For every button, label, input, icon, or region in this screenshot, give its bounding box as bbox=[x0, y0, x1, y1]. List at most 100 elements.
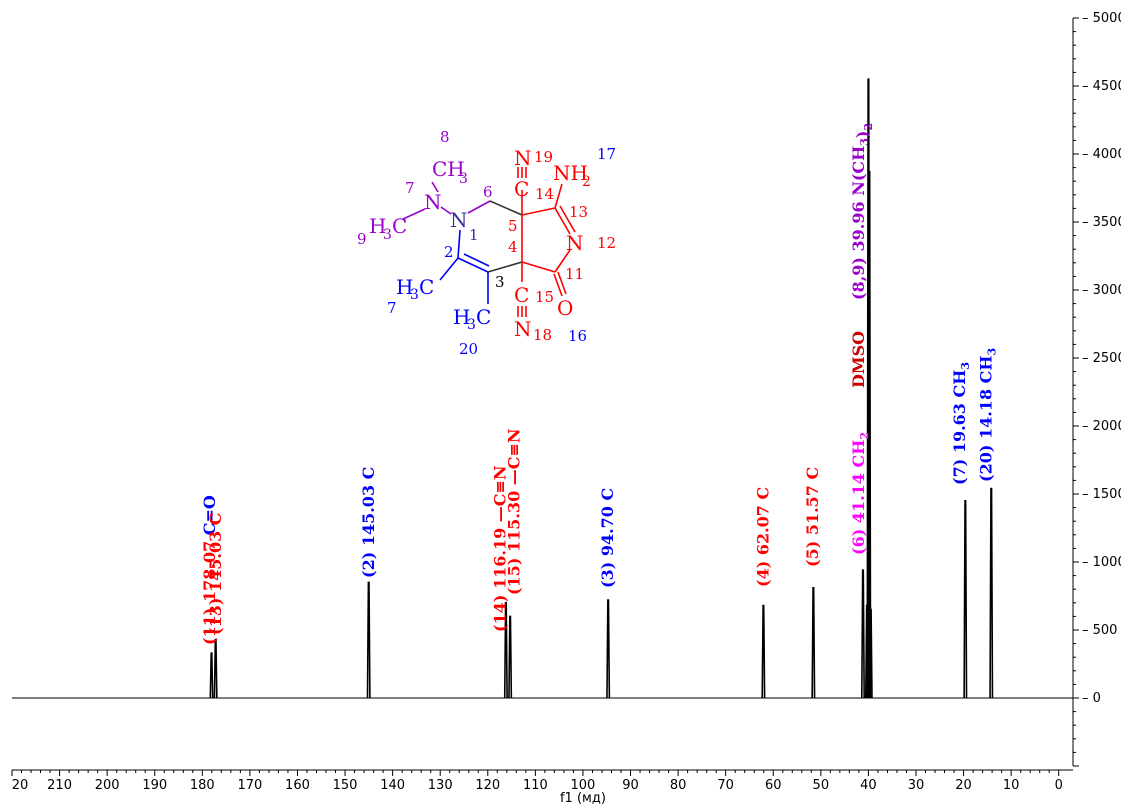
mol-label-14: 14 bbox=[535, 185, 554, 203]
mol-label-h3c-low-c: C bbox=[476, 305, 491, 329]
mol-label-h3c-low-h: H bbox=[453, 305, 470, 329]
x-tick-label: 100 bbox=[571, 778, 596, 793]
peak-annotation-part: (11) 178.07 bbox=[200, 535, 219, 645]
mol-label-20: 20 bbox=[459, 340, 478, 358]
mol-label-15: 15 bbox=[535, 288, 554, 306]
peak-annotation-part: 2 bbox=[858, 432, 871, 440]
x-tick-label: 180 bbox=[190, 778, 215, 793]
peak-annotation-part: (5) 51.57 C bbox=[803, 467, 822, 567]
mol-label-n12: N bbox=[566, 231, 584, 255]
peak-annotation-part: —C≡N bbox=[504, 428, 523, 485]
mol-label-2: 2 bbox=[444, 243, 454, 261]
mol-label-12: 12 bbox=[597, 234, 616, 252]
spectrum-peak bbox=[860, 569, 865, 699]
mol-label-n-dimethyl: N bbox=[424, 190, 442, 214]
peak-annotations: (11) 178.07 C=O(13) 145.03 C (2) 145.03 C… bbox=[200, 123, 998, 645]
x-tick-label: 150 bbox=[333, 778, 358, 793]
peak-annotation-part: 3 bbox=[985, 348, 998, 356]
mol-label-nh2: NH bbox=[553, 161, 588, 185]
y-tick-label: – 3000 bbox=[1082, 283, 1121, 298]
x-tick-label: 130 bbox=[428, 778, 453, 793]
peak-annotation: (13) 145.03 C bbox=[206, 512, 225, 635]
mol-label-17: 17 bbox=[597, 145, 616, 163]
peak-annotation-part: (13) 145.03 C bbox=[206, 512, 225, 635]
spectrum-peak bbox=[213, 638, 218, 699]
mol-label-nh2-sub: 2 bbox=[582, 174, 591, 190]
peak-annotation: (2) 145.03 C bbox=[359, 467, 378, 578]
y-axis: – 0– 500– 1000– 1500– 2000– 2500– 3000– … bbox=[1072, 11, 1121, 767]
mol-label-c15: C bbox=[514, 283, 529, 307]
mol-label-c14: C bbox=[514, 177, 529, 201]
spectrum-peak bbox=[761, 604, 766, 699]
x-tick-label: 20 bbox=[12, 778, 29, 793]
spectrum-peak bbox=[868, 608, 873, 699]
x-tick-label: 90 bbox=[622, 778, 639, 793]
peak-annotation-part: C=O bbox=[200, 495, 219, 535]
peak-annotation-part: (8,9) 39.96 N(CH bbox=[849, 146, 868, 300]
y-tick-label: – 2000 bbox=[1082, 419, 1121, 434]
spectrum-peak bbox=[503, 602, 508, 699]
mol-label-n19: N bbox=[514, 146, 532, 170]
mol-label-h3c-low-sub: 3 bbox=[467, 317, 476, 333]
x-tick-label: 20 bbox=[955, 778, 972, 793]
x-tick-label: 170 bbox=[237, 778, 262, 793]
mol-label-8: 8 bbox=[440, 128, 450, 146]
mol-label-7a: 7 bbox=[405, 179, 415, 197]
peak-annotation: (4) 62.07 C bbox=[754, 487, 773, 587]
peak-annotation: DMSO bbox=[849, 331, 868, 388]
peak-annotation-part: 3 bbox=[858, 138, 871, 146]
mol-label-h3c-left-sub: 3 bbox=[383, 227, 392, 243]
peak-annotation: (20) 14.18 CH3 bbox=[976, 348, 998, 482]
peak-annotation-part: 3 bbox=[959, 362, 972, 370]
mol-label-1: 1 bbox=[469, 226, 479, 244]
peak-annotation: (3) 94.70 C bbox=[598, 488, 617, 588]
mol-label-n18: N bbox=[514, 317, 532, 341]
mol-label-h3c-left-h: H bbox=[369, 214, 386, 238]
mol-label-18: 18 bbox=[533, 326, 552, 344]
x-tick-label: 140 bbox=[380, 778, 405, 793]
x-tick-label: 10 bbox=[1003, 778, 1020, 793]
peak-annotation-part: ) bbox=[853, 131, 872, 139]
x-tick-label: 70 bbox=[717, 778, 734, 793]
peak-annotation-part: (7) 19.63 CH bbox=[950, 370, 969, 485]
x-tick-label: 200 bbox=[95, 778, 120, 793]
y-tick-label: – 500 bbox=[1082, 623, 1117, 638]
spectrum-peak bbox=[867, 170, 872, 699]
x-tick-label: 110 bbox=[523, 778, 548, 793]
x-tick-label: 60 bbox=[765, 778, 782, 793]
x-tick-label: 30 bbox=[908, 778, 925, 793]
peak-annotation-part: (20) 14.18 CH bbox=[976, 356, 995, 483]
peak-annotation: (14) 116.19 —C≡N bbox=[491, 465, 510, 632]
x-tick-label: 40 bbox=[860, 778, 877, 793]
y-tick-label: – 4000 bbox=[1082, 147, 1121, 162]
spectrum-peak bbox=[963, 500, 968, 699]
peak-annotation-part: DMSO bbox=[849, 331, 868, 388]
mol-label-h3c-left-c: C bbox=[392, 214, 407, 238]
x-tick-label: 50 bbox=[813, 778, 830, 793]
x-tick-label: 160 bbox=[285, 778, 310, 793]
spectrum-peaks bbox=[209, 78, 994, 699]
peak-annotation-part: —C≡N bbox=[491, 465, 510, 522]
mol-label-9: 9 bbox=[357, 230, 367, 248]
spectrum-peak bbox=[508, 615, 513, 699]
molecule-bonds bbox=[402, 167, 576, 317]
spectrum-peak bbox=[606, 599, 611, 699]
peak-annotation: (11) 178.07 C=O bbox=[200, 495, 219, 645]
x-tick-label: 190 bbox=[142, 778, 167, 793]
mol-label-h3c-mid-h: H bbox=[396, 275, 413, 299]
mol-label-7b: 7 bbox=[387, 299, 397, 317]
y-tick-label: – 1500 bbox=[1082, 487, 1121, 502]
mol-label-h3c-mid-c: C bbox=[419, 275, 434, 299]
y-tick-label: – 5000 bbox=[1082, 11, 1121, 26]
peak-annotation-part: (14) 116.19 bbox=[491, 522, 510, 632]
mol-label-11: 11 bbox=[565, 265, 584, 283]
mol-label-3: 3 bbox=[495, 273, 505, 291]
x-tick-label: 120 bbox=[475, 778, 500, 793]
mol-label-ch3-top-sub: 3 bbox=[459, 171, 468, 187]
mol-label-5: 5 bbox=[508, 217, 518, 235]
x-axis-label: f1 (мд) bbox=[560, 791, 606, 806]
peak-annotation-part: 2 bbox=[862, 123, 875, 131]
mol-label-16: 16 bbox=[568, 327, 587, 345]
